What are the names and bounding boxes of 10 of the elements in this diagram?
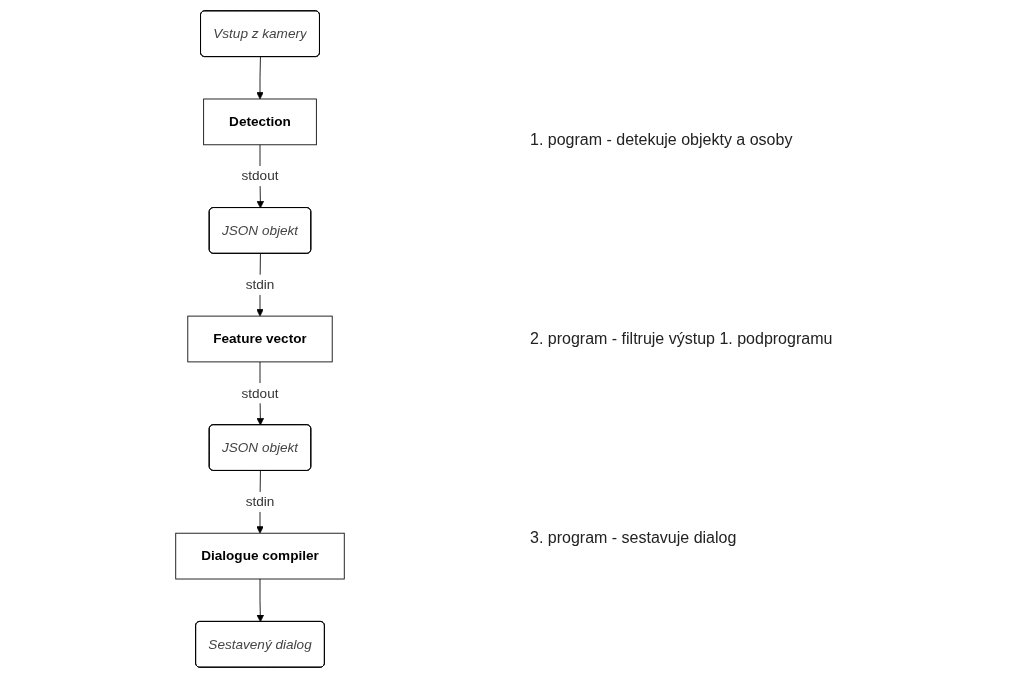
node-box: Detection	[203, 98, 317, 145]
note-text: 2. program - filtruje výstup 1. podprogramu	[530, 329, 834, 348]
edge-label: stdout	[241, 168, 279, 183]
edge-label: stdin	[245, 276, 275, 292]
node-box: Feature vector	[187, 315, 333, 362]
note-text: 1. pogram - detekuje objekty a osoby	[530, 130, 794, 149]
edge-label: stdout	[241, 385, 279, 400]
node-box: Dialogue compiler	[175, 532, 345, 579]
edge-label: stdin	[245, 493, 275, 509]
note-text: 3. program - sestavuje dialog	[530, 528, 738, 547]
